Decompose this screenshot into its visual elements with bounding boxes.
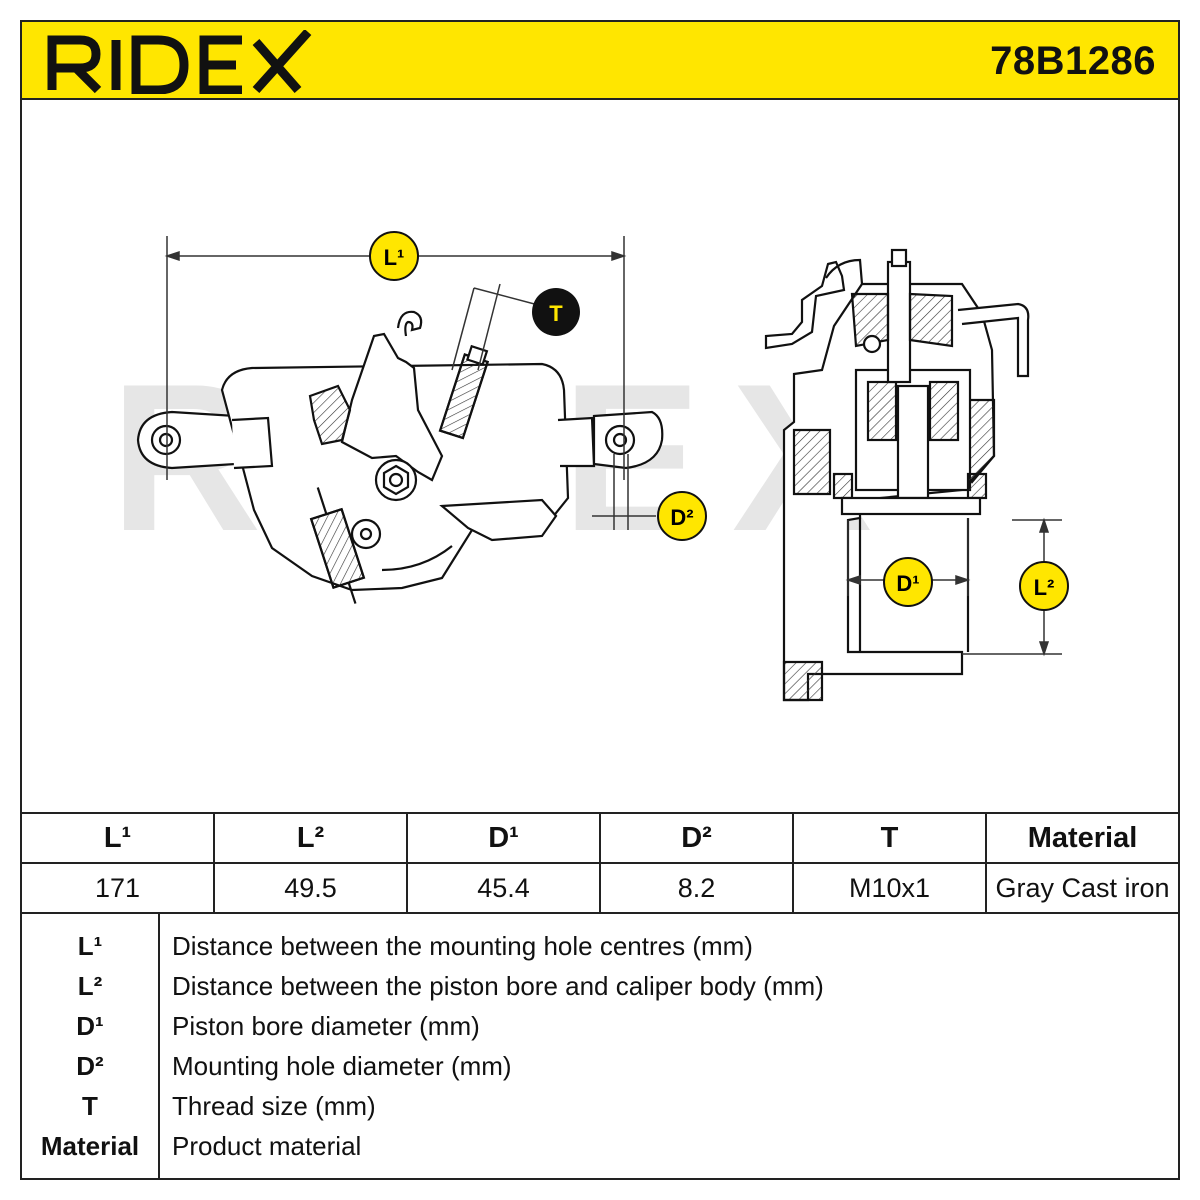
value-d1: 45.4 [406, 862, 601, 914]
legend-key: L¹ [77, 930, 103, 961]
legend-text: Mounting hole diameter (mm) [172, 1050, 512, 1081]
header-material: Material [985, 812, 1180, 864]
legend-key: T [82, 1090, 98, 1121]
label-l1: L¹ [369, 231, 419, 281]
legend-key: D¹ [76, 1010, 104, 1041]
label-t: T [532, 288, 580, 336]
header-bar: 78B1286 [20, 20, 1180, 100]
caliper-drawing: RIDEX [110, 231, 1069, 702]
legend-row-d2: D² Mounting hole diameter (mm) [22, 1046, 1178, 1086]
header-t: T [792, 812, 987, 864]
legend-row-t: T Thread size (mm) [22, 1086, 1178, 1126]
value-t: M10x1 [792, 862, 987, 914]
header-l1: L¹ [20, 812, 215, 864]
dimension-t [451, 283, 543, 371]
legend-key: L² [77, 970, 103, 1001]
spec-value-row: 171 49.5 45.4 8.2 M10x1 Gray Cast iron [20, 862, 1180, 914]
legend: L¹ Distance between the mounting hole ce… [20, 912, 1180, 1180]
legend-text: Distance between the piston bore and cal… [172, 970, 824, 1001]
legend-row-l2: L² Distance between the piston bore and … [22, 966, 1178, 1006]
legend-key: D² [76, 1050, 104, 1081]
legend-text: Distance between the mounting hole centr… [172, 930, 753, 961]
value-l2: 49.5 [213, 862, 408, 914]
svg-text:L²: L² [1034, 575, 1055, 600]
caliper-rear-view [136, 310, 664, 604]
svg-text:D¹: D¹ [896, 571, 919, 596]
legend-divider [158, 912, 160, 1178]
caliper-section-view [764, 248, 1030, 702]
legend-text: Product material [172, 1130, 362, 1161]
legend-text: Piston bore diameter (mm) [172, 1010, 480, 1041]
spec-header-row: L¹ L² D¹ D² T Material [20, 812, 1180, 864]
value-l1: 171 [20, 862, 215, 914]
label-d1: D¹ [883, 557, 933, 607]
legend-key: Material [40, 1130, 140, 1161]
svg-text:L¹: L¹ [384, 245, 405, 270]
header-d2: D² [599, 812, 794, 864]
header-l2: L² [213, 812, 408, 864]
legend-row-material: Material Product material [22, 1126, 1178, 1166]
svg-text:T: T [549, 301, 563, 326]
technical-drawing: RIDEX [22, 100, 1178, 812]
dimension-d2 [592, 454, 656, 530]
value-material: Gray Cast iron [985, 862, 1180, 914]
svg-text:D²: D² [670, 505, 693, 530]
legend-row-d1: D¹ Piston bore diameter (mm) [22, 1006, 1178, 1046]
spec-table: L¹ L² D¹ D² T Material 171 49.5 45.4 8.2… [20, 812, 1180, 914]
header-d1: D¹ [406, 812, 601, 864]
legend-text: Thread size (mm) [172, 1090, 376, 1121]
brand-logo [46, 28, 316, 96]
label-l2: L² [1019, 561, 1069, 611]
value-d2: 8.2 [599, 862, 794, 914]
part-number: 78B1286 [990, 39, 1156, 83]
ridex-logo-icon [47, 30, 312, 94]
label-d2: D² [657, 491, 707, 541]
legend-row-l1: L¹ Distance between the mounting hole ce… [22, 926, 1178, 966]
